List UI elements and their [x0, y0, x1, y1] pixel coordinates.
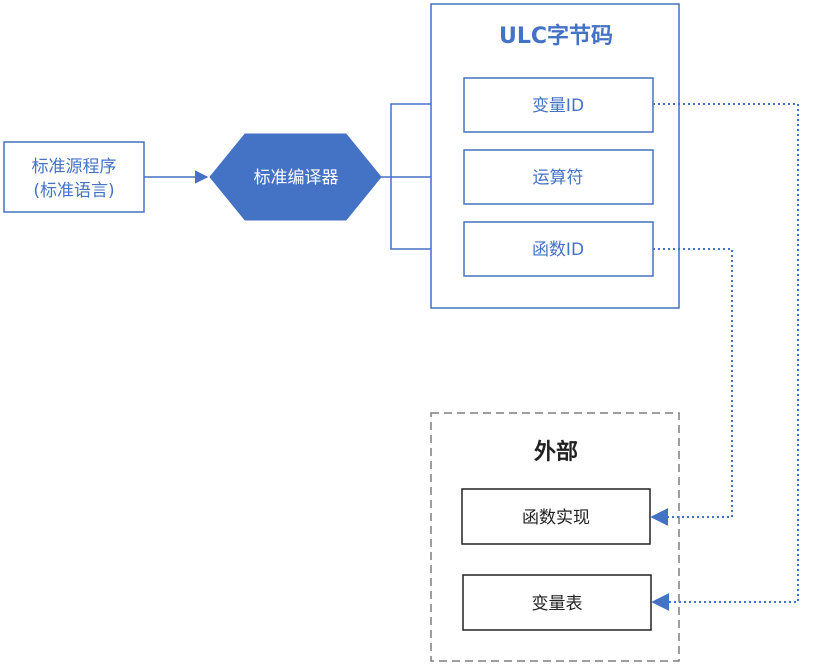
bytecode-item-label: 变量ID	[532, 96, 584, 116]
bytecode-item-label: 运算符	[533, 168, 584, 188]
compiler-label: 标准编译器	[254, 168, 339, 188]
bytecode-title: ULC字节码	[499, 23, 613, 49]
source-program-box: 标准源程序 (标准语言)	[3, 141, 145, 213]
source-program-sublabel: (标准语言)	[33, 181, 114, 201]
external-title: 外部	[534, 439, 578, 465]
compiler-node: 标准编译器	[209, 133, 382, 221]
bytecode-item-operator: 运算符	[463, 149, 654, 205]
external-container: 外部 函数实现 变量表	[430, 412, 680, 662]
link-variable-id-to-variable-table	[651, 103, 799, 611]
external-item-label: 函数实现	[522, 508, 590, 528]
external-item-variable-table: 变量表	[462, 574, 652, 631]
source-program-label: 标准源程序	[32, 157, 117, 177]
bytecode-container: ULC字节码 变量ID 运算符 函数ID	[430, 3, 680, 309]
bytecode-item-label: 函数ID	[532, 240, 584, 260]
external-item-label: 变量表	[532, 594, 583, 614]
link-function-id-to-function-impl	[650, 248, 733, 526]
bytecode-item-variable-id: 变量ID	[463, 77, 654, 133]
bytecode-item-function-id: 函数ID	[463, 221, 654, 277]
external-item-function-impl: 函数实现	[461, 488, 651, 545]
